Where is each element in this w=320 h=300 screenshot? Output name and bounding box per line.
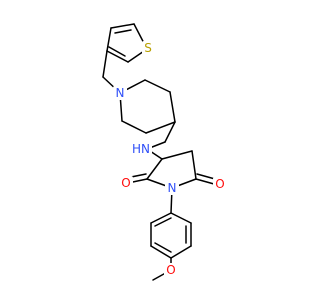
thiophene-bond-c2-c3 — [106, 50, 129, 63]
right-carbonyl-oxygen-label-background — [213, 177, 227, 191]
molecule-structure-diagram: S N HN N O O — [102, 23, 227, 281]
atom-label-layer: S N HN N O O — [113, 41, 227, 277]
piperidine-nitrogen-atom: N — [113, 86, 127, 100]
pyrrolidine-bond-c3-c4 — [161, 150, 193, 160]
aryl-bond-3-4 — [170, 245, 192, 259]
bond-thienyl-methylene — [102, 50, 108, 78]
left-carbonyl-oxygen-label-background — [119, 176, 133, 190]
carbonyl-bond-right-outer — [195, 178, 215, 185]
right-carbonyl-oxygen-label: O — [215, 177, 224, 191]
right-carbonyl-oxygen-atom: O — [213, 177, 227, 191]
aryl-bond-1-2 — [170, 212, 192, 224]
molecule-canvas: S N HN N O O — [102, 23, 227, 281]
thiophene-bond-c2-c3-inner — [108, 46, 126, 57]
carbonyl-bond-right-inner — [196, 173, 216, 180]
pyrrolidine-bond-c4-c5 — [191, 150, 197, 180]
thiophene-bond-c4-c5-inner — [114, 29, 132, 34]
imide-nitrogen-atom: N — [165, 181, 179, 195]
amine-label: HN — [132, 142, 150, 156]
aryl-bond-6-1 — [150, 212, 172, 224]
methoxy-oxygen-label: O — [166, 263, 175, 277]
amine-label-background — [132, 142, 152, 156]
piperidine-bond-c3-c4 — [169, 91, 176, 123]
imide-nitrogen-label-background — [165, 181, 179, 195]
sulfur-atom: S — [142, 41, 154, 55]
bond-piperidine-methylene — [164, 121, 176, 143]
aryl-bond-6-1-inner — [154, 217, 172, 227]
thiophene-bond-c3-c4 — [106, 27, 112, 52]
piperidine-bond-c4-c5 — [145, 121, 176, 134]
left-carbonyl-oxygen-atom: O — [119, 176, 133, 190]
piperidine-nitrogen-label-background — [113, 86, 127, 100]
aryl-bond-4-5 — [150, 245, 172, 259]
amine-atom: HN — [132, 142, 152, 156]
methoxy-oxygen-label-background — [164, 263, 178, 277]
sulfur-label-background — [142, 41, 154, 55]
left-carbonyl-oxygen-label: O — [121, 176, 130, 190]
imide-nitrogen-label: N — [168, 181, 177, 195]
pyrrolidine-bond-c2-c3 — [146, 158, 163, 180]
aryl-bond-4-5-inner — [154, 242, 172, 253]
piperidine-nitrogen-label: N — [116, 86, 125, 100]
thiophene-bond-c4-c5 — [110, 23, 135, 29]
methoxy-oxygen-atom: O — [164, 263, 178, 277]
sulfur-label: S — [144, 41, 152, 55]
piperidine-bond-c5-c6 — [121, 120, 147, 134]
piperidine-bond-c2-c3 — [144, 79, 171, 93]
bond-layer — [102, 23, 216, 281]
